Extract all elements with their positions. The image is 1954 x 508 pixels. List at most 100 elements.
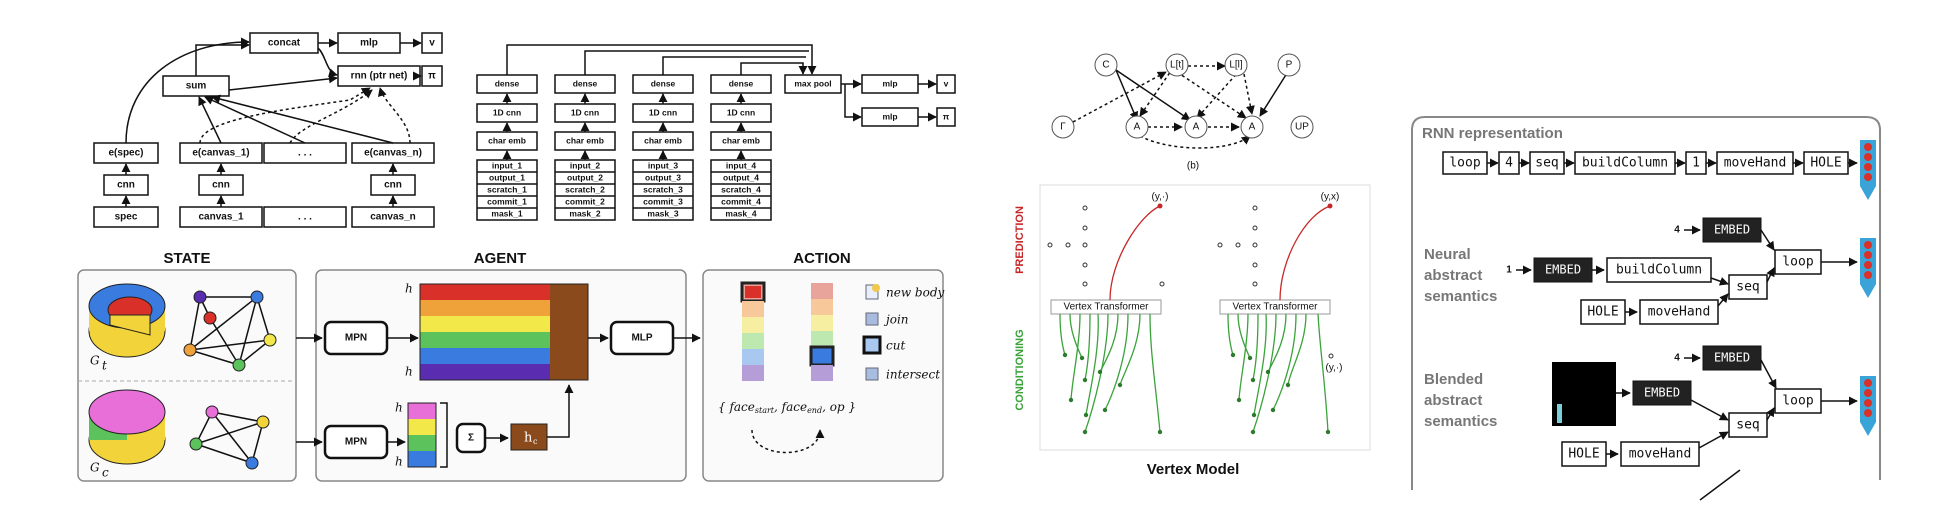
loop-box-2	[1774, 388, 1822, 414]
node-a3-label: A	[1249, 122, 1256, 133]
token-movehand-label: moveHand	[1724, 156, 1787, 171]
input-field: input_2	[570, 160, 600, 170]
mask-field: mask_3	[647, 208, 678, 218]
current-shape-icon	[88, 389, 166, 465]
right-prediction-points	[1217, 205, 1258, 287]
mlp-label-1: mlp	[882, 78, 897, 88]
rnn-title: RNN representation	[1422, 125, 1563, 142]
action-new-body: new body	[886, 286, 945, 300]
ecanvasn-label: e(canvas_n)	[364, 148, 422, 159]
hole-box-1	[1580, 299, 1626, 325]
gt-label: G	[90, 354, 100, 368]
seq-box-1	[1728, 274, 1768, 300]
cnn-label-2: cnn	[212, 180, 230, 191]
cut-icon	[862, 335, 882, 355]
value-box	[421, 32, 443, 54]
canvas-ellipsis-label: . . .	[298, 212, 312, 223]
scratch-field: scratch_1	[487, 184, 527, 194]
state-title: STATE	[164, 250, 211, 267]
rnn-state-vector-1	[1860, 140, 1876, 200]
node-c-label: C	[1102, 60, 1109, 71]
blended-label-2: abstract	[1424, 392, 1482, 409]
agent-title: AGENT	[474, 250, 527, 267]
current-embedding-stack	[407, 402, 437, 468]
gt-subscript: t	[102, 359, 107, 373]
mask-field: mask_1	[491, 208, 522, 218]
four-label-1: 4	[1674, 225, 1680, 236]
output-field: output_3	[645, 172, 681, 182]
node-c	[1094, 53, 1118, 77]
right-y2-label: (y,·)	[1325, 363, 1342, 374]
scratch-field: scratch_4	[721, 184, 761, 194]
mlp-label: mlp	[360, 38, 378, 49]
policy-box	[421, 65, 443, 87]
node-gamma-label: Γ	[1060, 122, 1066, 133]
spec-label: spec	[115, 212, 138, 223]
hc-subscript: c	[533, 437, 538, 446]
token-buildcolumn-label: buildColumn	[1582, 156, 1668, 171]
vertex-frame	[1039, 184, 1371, 451]
token-seq-label: seq	[1535, 156, 1558, 171]
sum-label: sum	[186, 81, 207, 92]
hc-box	[510, 423, 548, 451]
four-label-2: 4	[1674, 353, 1680, 364]
blended-label-3: semantics	[1424, 413, 1497, 430]
mask-field: mask_4	[725, 208, 756, 218]
node-ll-label: L[l]	[1229, 60, 1243, 71]
node-p	[1277, 53, 1301, 77]
rnn-label: rnn (ptr net)	[351, 71, 408, 82]
embed-box-4	[1702, 345, 1762, 371]
hole-label-1: HOLE	[1587, 305, 1618, 320]
cnn-label-1: cnn	[117, 180, 135, 191]
input-column-3: dense 1D cnn char emb input_3 output_3 s…	[632, 74, 694, 221]
charemb-label: char emb	[644, 135, 682, 145]
rnn-state-vector-2	[1860, 238, 1876, 298]
node-a2-label: A	[1193, 122, 1200, 133]
input-field: input_4	[726, 160, 756, 170]
commit-field: commit_1	[487, 196, 527, 206]
eellipsis-label: . . .	[298, 148, 312, 159]
mask-field: mask_2	[569, 208, 600, 218]
cnn1d-label: 1D cnn	[649, 107, 677, 117]
scratch-field: scratch_3	[643, 184, 683, 194]
canvas-column	[1557, 404, 1562, 423]
state-graph-bottom	[189, 405, 270, 470]
vertex-transformer-right-label: Vertex Transformer	[1232, 302, 1318, 313]
canvas-ellipsis-box	[263, 206, 347, 228]
node-a1	[1125, 115, 1149, 139]
intersect-icon	[865, 367, 879, 381]
vertex-transformer-left-label: Vertex Transformer	[1063, 302, 1149, 313]
loop-box-1	[1774, 249, 1822, 275]
right-conditioning-lines	[1227, 313, 1329, 433]
ecanvas1-label: e(canvas_1)	[192, 148, 249, 159]
node-a2	[1184, 115, 1208, 139]
mpn-label-top: MPN	[345, 333, 367, 344]
hole-label-2: HOLE	[1568, 447, 1599, 462]
prediction-label: PREDICTION	[1014, 206, 1026, 274]
commit-field: commit_2	[565, 196, 605, 206]
buildcolumn-label: buildColumn	[1616, 263, 1702, 278]
panel-canvas-network: concat mlp v sum rnn (ptr net) π e(spec)…	[93, 32, 443, 228]
movehand-label-1: moveHand	[1648, 305, 1711, 320]
state-graph-top	[183, 290, 277, 372]
pi-box	[936, 107, 956, 127]
embed-label-1: EMBED	[1714, 223, 1750, 237]
right-yx-label: (y,x)	[1321, 192, 1340, 203]
charemb-label: char emb	[566, 135, 604, 145]
output-field: output_4	[723, 172, 759, 182]
left-conditioning-lines	[1059, 313, 1161, 433]
hc-label: h	[524, 431, 533, 446]
embed-box-1	[1702, 217, 1762, 243]
token-loop-label: loop	[1449, 156, 1480, 171]
vertex-transformer-left	[1050, 299, 1162, 315]
left-yl-label: (y,·)	[1151, 192, 1168, 203]
input-field: input_3	[648, 160, 678, 170]
scratch-field: scratch_2	[565, 184, 605, 194]
embed-label-2: EMBED	[1545, 263, 1581, 277]
input-column-4: dense 1D cnn char emb input_4 output_4 s…	[710, 74, 772, 221]
seq-label-1: seq	[1736, 280, 1759, 295]
gc-subscript: c	[102, 466, 109, 480]
join-icon	[865, 312, 879, 326]
pointer-line	[1699, 469, 1741, 501]
